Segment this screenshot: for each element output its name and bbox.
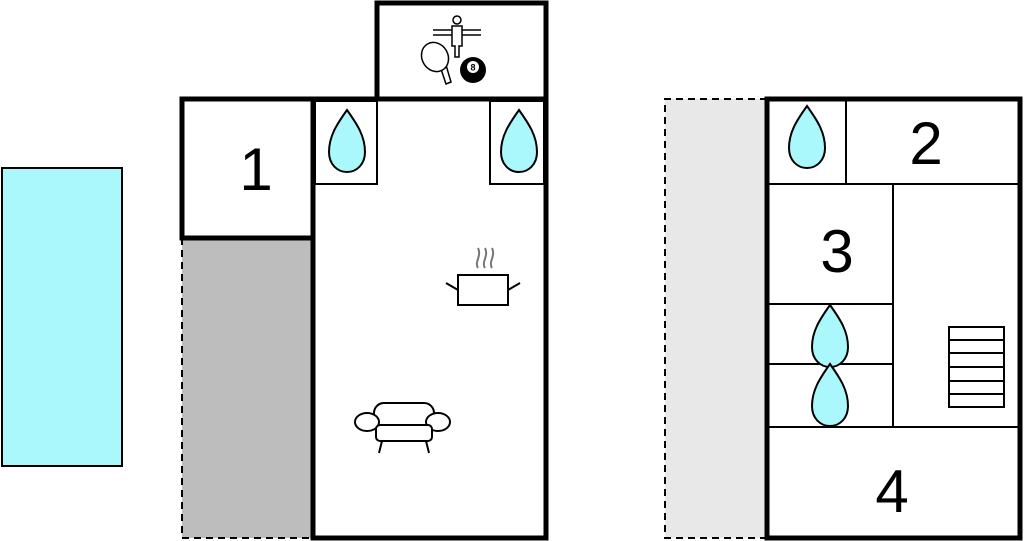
room-label-3: 3 bbox=[820, 218, 853, 285]
room-label-4: 4 bbox=[875, 458, 908, 525]
terrace-light bbox=[665, 99, 767, 538]
bathroom-a bbox=[314, 100, 378, 185]
room-1 bbox=[179, 96, 316, 241]
right-building: 2 3 4 bbox=[664, 96, 1023, 541]
bathroom-b bbox=[489, 100, 545, 185]
sofa-icon bbox=[354, 402, 451, 454]
table-football-icon bbox=[433, 15, 481, 58]
billiard-8-ball-icon: 8 bbox=[460, 57, 486, 83]
games-room bbox=[374, 0, 549, 102]
svg-text:8: 8 bbox=[470, 63, 475, 73]
cooking-pot-icon bbox=[445, 247, 521, 306]
table-tennis-icon bbox=[420, 41, 452, 85]
room-label-2: 2 bbox=[909, 110, 942, 177]
pool bbox=[1, 167, 123, 467]
stairs-icon bbox=[948, 326, 1005, 408]
terrace-dark bbox=[182, 238, 313, 538]
room-label-1: 1 bbox=[239, 136, 272, 203]
left-building: 1 8 bbox=[179, 0, 549, 541]
